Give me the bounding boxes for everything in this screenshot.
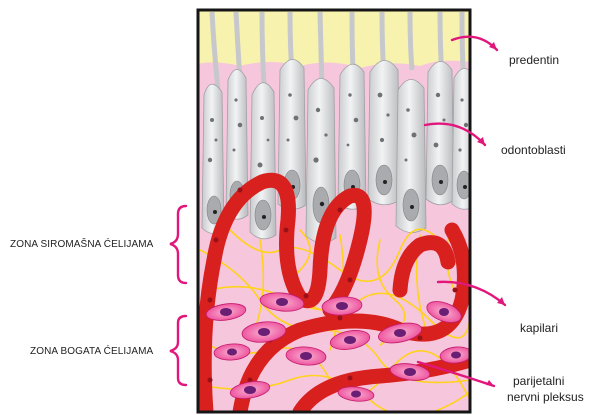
label-zona-bogata: ZONA BOGATA ĆELIJAMA bbox=[30, 345, 153, 359]
zone-braces bbox=[170, 206, 186, 385]
brace-icon bbox=[170, 316, 186, 385]
label-odontoblasti: odontoblasti bbox=[501, 143, 566, 157]
arrow-heads bbox=[477, 42, 505, 386]
tissue-section bbox=[198, 10, 476, 415]
label-zona-siromasna: ZONA SIROMAŠNA ĆELIJAMA bbox=[10, 238, 153, 252]
label-parijetalni-line1: parijetalni bbox=[513, 374, 564, 388]
label-kapilari: kapilari bbox=[520, 321, 558, 335]
brace-icon bbox=[170, 206, 186, 283]
label-parijetalni-line2: nervni pleksus bbox=[507, 390, 584, 404]
label-predentin: predentin bbox=[509, 53, 559, 67]
